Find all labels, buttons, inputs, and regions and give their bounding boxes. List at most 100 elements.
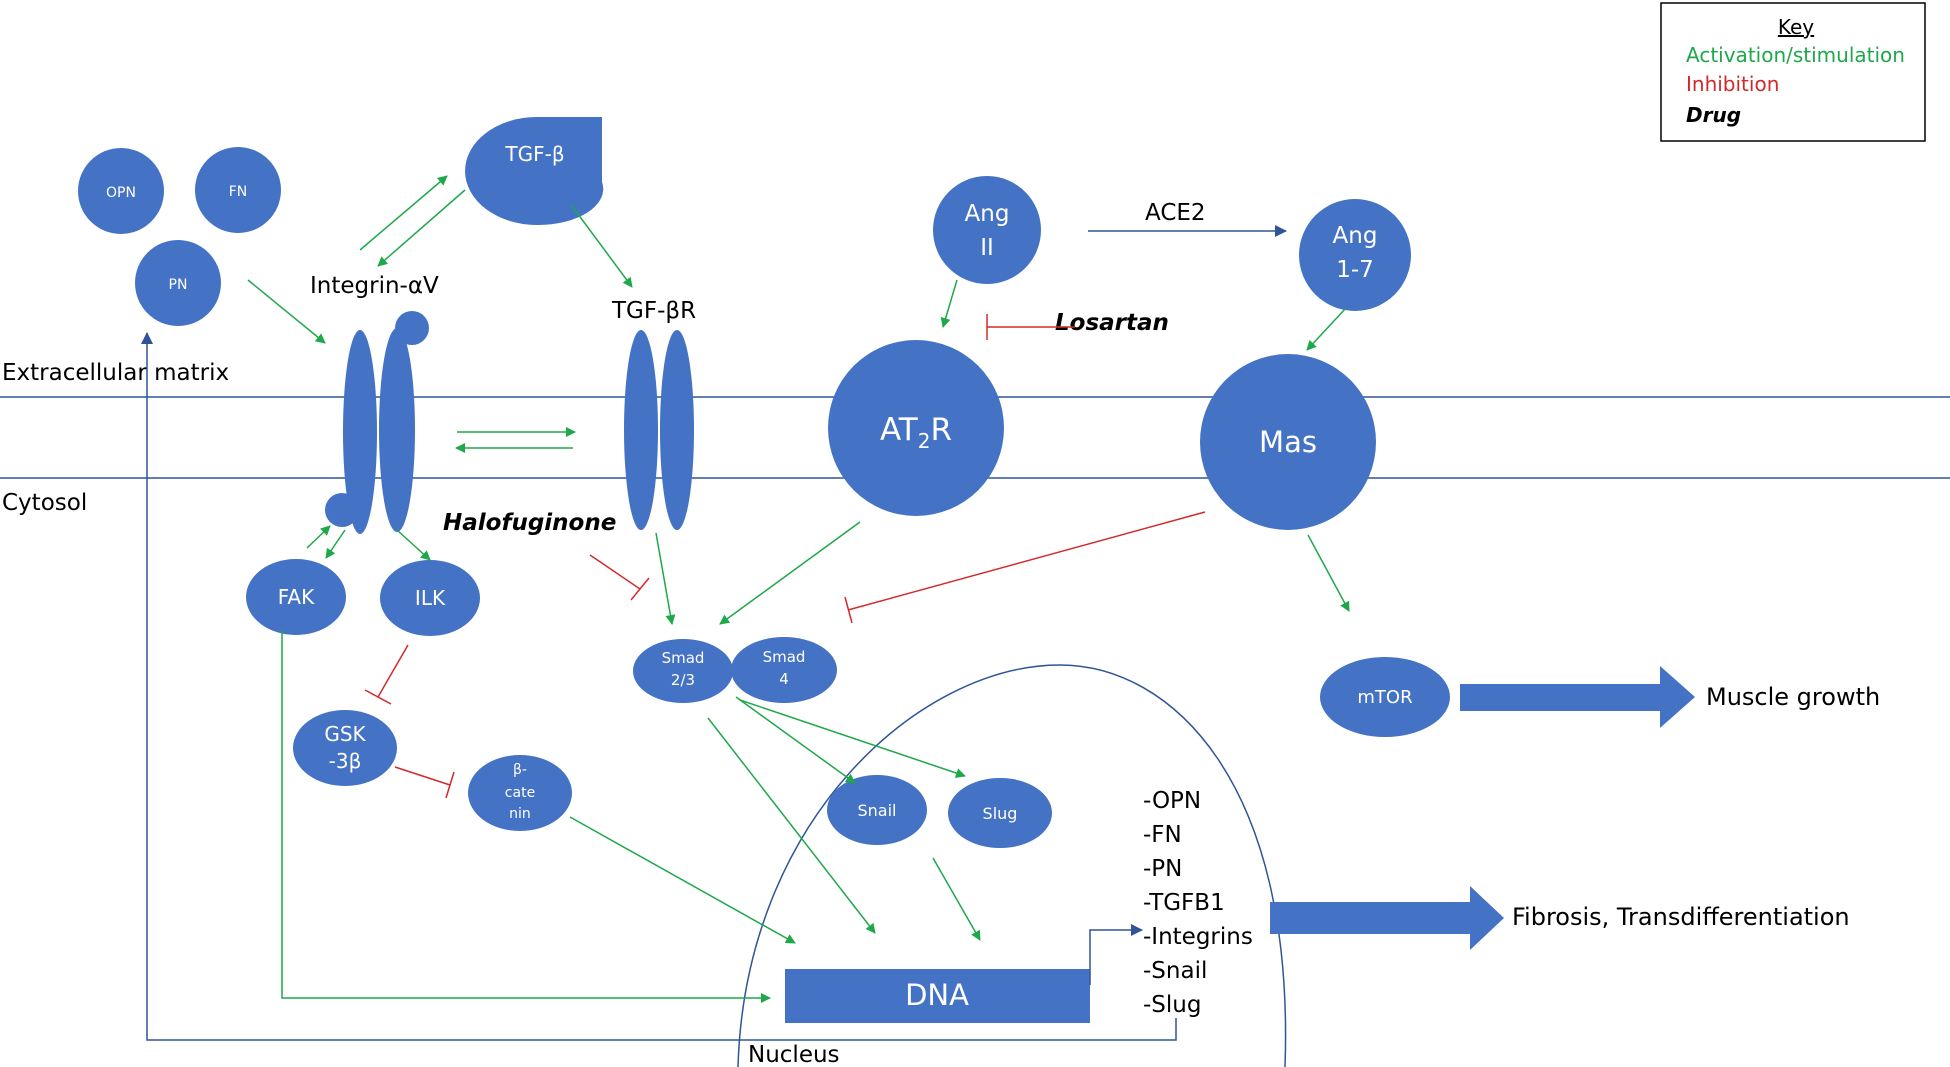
activation-arrow [735, 696, 856, 784]
fibrosis-block-arrow [1270, 886, 1504, 950]
dna-to-pn-feedback-arrow [141, 332, 1177, 1041]
inhibition-line [847, 511, 1206, 611]
smad23-label-line1: Smad [662, 649, 705, 667]
smad4-label-line2: 4 [779, 670, 789, 688]
ang17-label-line1: Ang [1333, 223, 1378, 249]
ace2-label: ACE2 [1145, 200, 1206, 226]
gsk3b-label-line1: GSK [324, 722, 366, 746]
activation-arrow [281, 630, 771, 1003]
ang17-node [1299, 199, 1411, 311]
fn-label: FN [229, 184, 248, 200]
activation-arrow [359, 175, 448, 251]
inhibition-bar [630, 577, 650, 601]
nucleus-boundary [737, 664, 1287, 1067]
activation-arrow [325, 529, 346, 559]
gene-list: -OPN -FN -PN -TGFB1 -Integrins -Snail -S… [1143, 788, 1253, 1018]
activation-arrow [1307, 534, 1350, 612]
key-inhibition: Inhibition [1686, 72, 1779, 96]
gene-item: -PN [1143, 856, 1182, 882]
activation-arrow [932, 857, 981, 941]
cytosol-label: Cytosol [2, 490, 87, 516]
smad4-node [731, 637, 837, 703]
snail-label: Snail [858, 801, 897, 820]
activation-arrow [569, 816, 796, 944]
fak-node [246, 559, 346, 635]
key-activation: Activation/stimulation [1686, 43, 1905, 67]
ang2-label-line2: II [980, 235, 994, 261]
inhibition-bar [844, 596, 853, 624]
mas-node [1200, 354, 1376, 530]
ilk-node [380, 560, 480, 636]
ang2-label-line1: Ang [965, 201, 1010, 227]
inhibition-line [377, 644, 409, 698]
gene-item: -Integrins [1143, 924, 1253, 950]
beta-catenin-label-line2: cate [505, 785, 535, 801]
opn-node [78, 148, 164, 234]
key-title: Key [1778, 15, 1814, 39]
dna-label: DNA [905, 978, 969, 1012]
tgfbr-receptor [624, 330, 694, 530]
key-box [1660, 2, 1926, 142]
integrin-label: Integrin-αV [310, 273, 439, 299]
gene-item: -FN [1143, 822, 1182, 848]
activation-arrow [306, 525, 331, 549]
inhibition-bar [445, 771, 455, 799]
dna-box [785, 969, 1090, 1023]
slug-node [948, 778, 1052, 848]
activation-arrow [1306, 307, 1347, 351]
smad23-node [633, 639, 733, 703]
inhibition-line [394, 766, 451, 786]
activation-arrow [739, 699, 966, 778]
opn-label: OPN [106, 185, 136, 201]
ang17-label-line2: 1-7 [1336, 257, 1374, 283]
smad4-label-line1: Smad [763, 648, 806, 666]
ang2-node [933, 176, 1041, 284]
beta-catenin-node [468, 755, 572, 831]
activation-arrows [247, 175, 1350, 1003]
gsk3b-label-line2: -3β [329, 749, 362, 773]
extracellular-label: Extracellular matrix [2, 360, 229, 386]
muscle-growth-block-arrow [1460, 666, 1695, 728]
pn-label: PN [169, 277, 188, 293]
halofuginone-drug-label: Halofuginone [443, 510, 616, 536]
activation-arrow [940, 279, 958, 328]
pn-node [135, 240, 221, 326]
activation-arrow [377, 189, 466, 267]
tgfb-node [465, 117, 604, 226]
gene-item: -Slug [1143, 992, 1201, 1018]
fn-node [195, 147, 281, 233]
activation-arrow [655, 532, 676, 625]
key-drug: Drug [1686, 103, 1741, 127]
muscle-growth-label: Muscle growth [1706, 683, 1880, 711]
inhibition-bar [364, 689, 392, 705]
gene-item: -OPN [1143, 788, 1201, 814]
activation-arrow [707, 717, 876, 934]
gsk3b-node [293, 710, 397, 786]
mas-label: Mas [1259, 425, 1317, 459]
tgfb-label: TGF-β [504, 142, 564, 166]
activation-arrow [396, 529, 431, 561]
nucleus-label: Nucleus [748, 1042, 840, 1067]
slug-label: Slug [983, 804, 1018, 823]
inhibition-line [589, 554, 641, 590]
inhibition-lines [364, 314, 1206, 799]
at2r-node [828, 340, 1004, 516]
activation-arrow [247, 279, 326, 344]
activation-arrow [719, 521, 861, 625]
mtor-label: mTOR [1357, 687, 1412, 708]
fak-label: FAK [278, 585, 315, 609]
ilk-label: ILK [415, 586, 446, 610]
integrin-receptor [325, 311, 429, 534]
gene-item: -TGFB1 [1143, 890, 1225, 916]
beta-catenin-label-line3: nin [509, 806, 531, 822]
mtor-node [1320, 657, 1450, 737]
fibrosis-label: Fibrosis, Transdifferentiation [1512, 903, 1850, 931]
losartan-drug-label: Losartan [1055, 310, 1169, 336]
activation-arrow [571, 205, 633, 288]
gene-item: -Snail [1143, 958, 1207, 984]
snail-node [827, 775, 927, 845]
at2r-label: AT2R [880, 412, 952, 453]
key-legend: Key Activation/stimulation Inhibition Dr… [1660, 2, 1926, 142]
smad23-label-line2: 2/3 [671, 671, 695, 689]
